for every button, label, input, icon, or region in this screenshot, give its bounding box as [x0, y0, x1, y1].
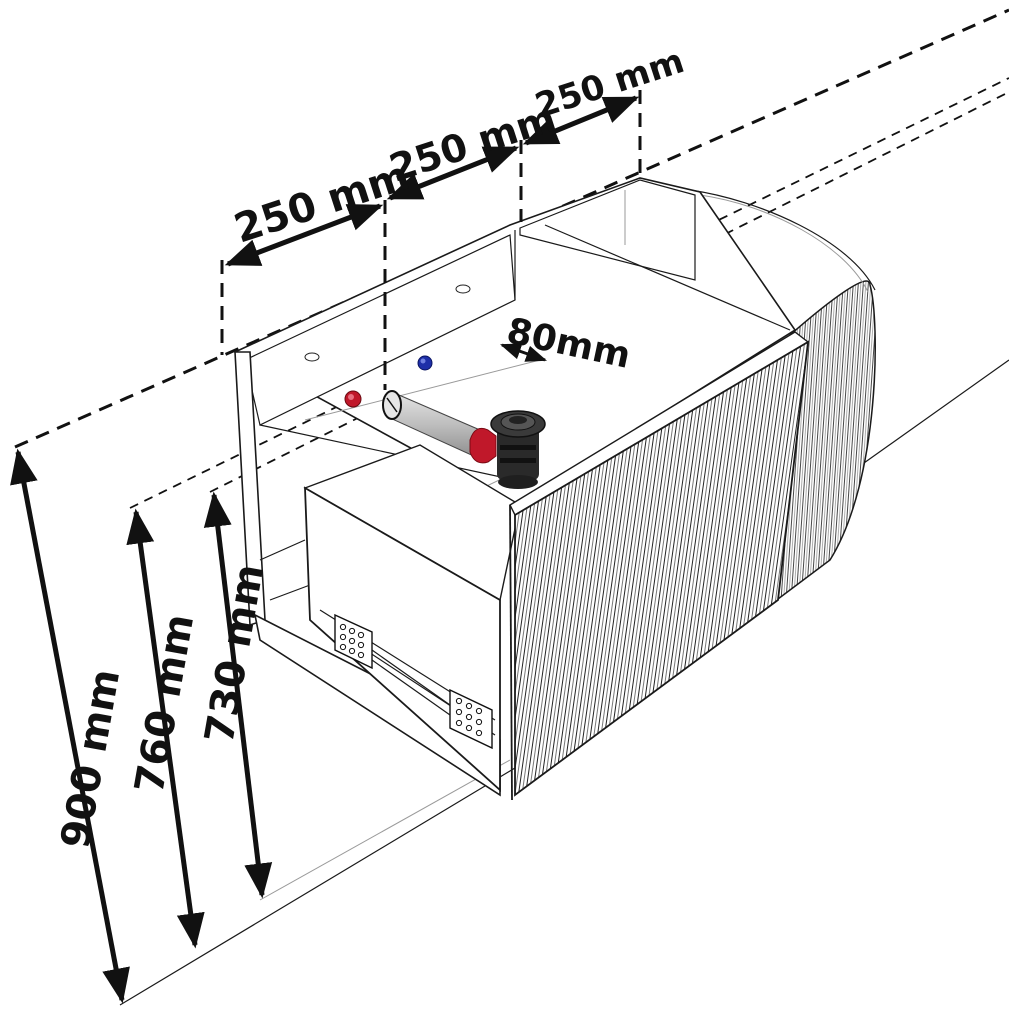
width-label-1: 250 mm	[229, 153, 415, 253]
width-markers	[220, 90, 642, 390]
floor-wall-lines	[119, 359, 1009, 1006]
cold-water-valve	[417, 355, 433, 371]
height-label-760: 760 mm	[127, 611, 204, 797]
hot-water-valve	[344, 390, 362, 408]
height-arrows	[10, 448, 273, 1004]
cabinet-body	[233, 177, 797, 797]
ribbed-front-panel	[509, 331, 810, 801]
siphon-trap	[469, 410, 546, 489]
height-label-730: 730 mm	[197, 561, 274, 747]
drawer-slide-right	[371, 649, 493, 750]
width-label-3: 250 mm	[530, 41, 689, 127]
drawer-slide-left	[334, 613, 373, 670]
width-arrows	[224, 95, 640, 362]
waste-pipe	[382, 390, 481, 459]
width-label-2: 250 mm	[384, 96, 561, 191]
